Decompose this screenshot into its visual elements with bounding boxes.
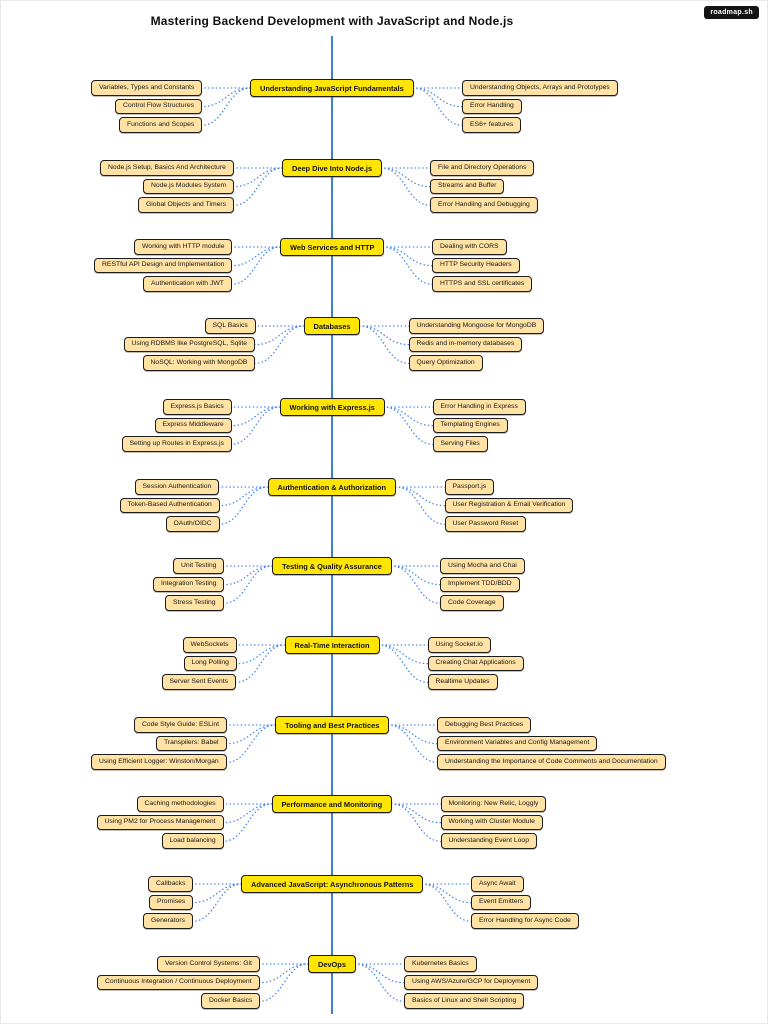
subtopic-sql-basics[interactable]: SQL Basics (204, 318, 256, 334)
subtopic-callbacks[interactable]: Callbacks (148, 876, 194, 892)
subtopic-code-style-guide-eslint[interactable]: Code Style Guide: ESLint (134, 717, 228, 733)
subtopic-debugging-best-practices[interactable]: Debugging Best Practices (437, 717, 532, 733)
subtopic-load-balancing[interactable]: Load balancing (161, 833, 224, 850)
subtopic-integration-testing[interactable]: Integration Testing (153, 576, 225, 593)
subtopic-node-js-modules-system[interactable]: Node.js Modules System (143, 178, 235, 195)
topic-devops[interactable]: DevOps (308, 955, 356, 974)
subtopic-transpilers-babel[interactable]: Transpilers: Babel (156, 735, 227, 752)
topic-performance-and-monitoring[interactable]: Performance and Monitoring (271, 795, 393, 814)
subtopic-serving-files[interactable]: Serving Files (432, 436, 488, 453)
subtopic-async-await[interactable]: Async Await (471, 876, 524, 892)
page-title: Mastering Backend Development with JavaS… (150, 14, 514, 28)
subtopic-implement-tdd-bdd[interactable]: Implement TDD/BDD (440, 576, 520, 593)
topic-web-services-and-http[interactable]: Web Services and HTTP (280, 238, 385, 257)
subtopic-error-handling-and-debugging[interactable]: Error Handling and Debugging (430, 197, 538, 214)
subtopic-using-mocha-and-chai[interactable]: Using Mocha and Chai (440, 558, 525, 574)
subtopic-dealing-with-cors[interactable]: Dealing with CORS (432, 239, 507, 255)
topic-deep-dive-into-node-js[interactable]: Deep Dive Into Node.js (282, 159, 383, 178)
subtopic-session-authentication[interactable]: Session Authentication (134, 479, 220, 495)
subtopic-working-with-cluster-module[interactable]: Working with Cluster Module (440, 814, 543, 831)
subtopic-version-control-systems-git[interactable]: Version Control Systems: Git (157, 956, 260, 972)
subtopic-using-aws-azure-gcp-for-deployment[interactable]: Using AWS/Azure/GCP for Deployment (404, 974, 539, 991)
subtopic-creating-chat-applications[interactable]: Creating Chat Applications (427, 655, 524, 672)
dotted-connectors (191, 87, 473, 1003)
subtopic-functions-and-scopes[interactable]: Functions and Scopes (119, 117, 203, 134)
subtopic-node-js-setup-basics-and-architecture[interactable]: Node.js Setup, Basics And Architecture (100, 160, 234, 176)
subtopic-express-middleware[interactable]: Express Middleware (154, 417, 232, 434)
subtopic-https-and-ssl-certificates[interactable]: HTTPS and SSL certificates (432, 276, 533, 293)
topic-databases[interactable]: Databases (303, 317, 361, 336)
subtopic-using-pm2-for-process-management[interactable]: Using PM2 for Process Management (96, 814, 224, 831)
subtopic-unit-testing[interactable]: Unit Testing (173, 558, 225, 574)
subtopic-token-based-authentication[interactable]: Token-Based Authentication (119, 497, 220, 514)
subtopic-event-emitters[interactable]: Event Emitters (471, 894, 532, 911)
subtopic-kubernetes-basics[interactable]: Kubernetes Basics (404, 956, 477, 972)
subtopic-templating-engines[interactable]: Templating Engines (432, 417, 508, 434)
subtopic-streams-and-buffer[interactable]: Streams and Buffer (430, 178, 505, 195)
subtopic-query-optimization[interactable]: Query Optimization (408, 355, 483, 372)
topic-working-with-express-js[interactable]: Working with Express.js (279, 398, 385, 417)
subtopic-using-socket-io[interactable]: Using Socket.io (427, 637, 491, 653)
subtopic-environment-variables-and-config-management[interactable]: Environment Variables and Config Managem… (437, 735, 598, 752)
subtopic-restful-api-design-and-implementation[interactable]: RESTful API Design and Implementation (94, 257, 233, 274)
topic-advanced-javascript-asynchronous-patterns[interactable]: Advanced JavaScript: Asynchronous Patter… (241, 875, 424, 894)
topic-real-time-interaction[interactable]: Real-Time Interaction (284, 636, 380, 655)
topic-authentication-authorization[interactable]: Authentication & Authorization (267, 478, 397, 497)
subtopic-server-sent-events[interactable]: Server Sent Events (161, 674, 237, 691)
subtopic-redis-and-in-memory-databases[interactable]: Redis and in-memory databases (408, 336, 523, 353)
subtopic-user-password-reset[interactable]: User Password Reset (444, 516, 527, 533)
subtopic-error-handling-for-async-code[interactable]: Error Handling for Async Code (471, 913, 579, 930)
subtopic-es6-features[interactable]: ES6+ features (462, 117, 522, 134)
topic-understanding-javascript-fundamentals[interactable]: Understanding JavaScript Fundamentals (250, 79, 414, 98)
subtopic-control-flow-structures[interactable]: Control Flow Structures (115, 98, 203, 115)
subtopic-http-security-headers[interactable]: HTTP Security Headers (432, 257, 520, 274)
subtopic-user-registration-email-verification[interactable]: User Registration & Email Verification (444, 497, 574, 514)
subtopic-stress-testing[interactable]: Stress Testing (165, 595, 224, 612)
subtopic-using-rdbms-like-postgresql-sqlite[interactable]: Using RDBMS like PostgreSQL, Sqlite (123, 336, 256, 353)
roadmap-logo-badge[interactable]: roadmap.sh (704, 6, 759, 19)
topic-testing-quality-assurance[interactable]: Testing & Quality Assurance (272, 557, 392, 576)
subtopic-using-efficient-logger-winston-morgan[interactable]: Using Efficient Logger: Winston/Morgan (91, 754, 227, 771)
subtopic-working-with-http-module[interactable]: Working with HTTP module (134, 239, 233, 255)
subtopic-generators[interactable]: Generators (143, 913, 194, 930)
subtopic-understanding-the-importance-of-code-comments-and-documentation[interactable]: Understanding the Importance of Code Com… (437, 754, 666, 771)
subtopic-nosql-working-with-mongodb[interactable]: NoSQL: Working with MongoDB (142, 355, 256, 372)
topic-tooling-and-best-practices[interactable]: Tooling and Best Practices (275, 716, 390, 735)
subtopic-understanding-mongoose-for-mongodb[interactable]: Understanding Mongoose for MongoDB (408, 318, 545, 334)
subtopic-caching-methodologies[interactable]: Caching methodologies (136, 796, 224, 812)
subtopic-error-handling-in-express[interactable]: Error Handling in Express (432, 399, 526, 415)
subtopic-oauth-oidc[interactable]: OAuth/OIDC (165, 516, 220, 533)
subtopic-realtime-updates[interactable]: Realtime Updates (427, 674, 498, 691)
subtopic-error-handling[interactable]: Error Handling (462, 98, 522, 115)
subtopic-authentication-with-jwt[interactable]: Authentication with JWT (143, 276, 232, 293)
subtopic-global-objects-and-timers[interactable]: Global Objects and Timers (138, 197, 235, 214)
subtopic-express-js-basics[interactable]: Express.js Basics (162, 399, 232, 415)
subtopic-monitoring-new-relic-loggly[interactable]: Monitoring: New Relic, Loggly (440, 796, 547, 812)
subtopic-long-polling[interactable]: Long Polling (183, 655, 237, 672)
subtopic-understanding-objects-arrays-and-prototypes[interactable]: Understanding Objects, Arrays and Protot… (462, 80, 618, 96)
subtopic-understanding-event-loop[interactable]: Understanding Event Loop (440, 833, 537, 850)
subtopic-basics-of-linux-and-shell-scripting[interactable]: Basics of Linux and Shell Scripting (404, 993, 525, 1010)
subtopic-variables-types-and-constants[interactable]: Variables, Types and Constants (91, 80, 203, 96)
subtopic-continuous-integration-continuous-deployment[interactable]: Continuous Integration / Continuous Depl… (97, 974, 260, 991)
subtopic-file-and-directory-operations[interactable]: File and Directory Operations (430, 160, 535, 176)
subtopic-websockets[interactable]: WebSockets (182, 637, 237, 653)
subtopic-passport-js[interactable]: Passport.js (444, 479, 495, 495)
subtopic-promises[interactable]: Promises (149, 894, 194, 911)
subtopic-setting-up-routes-in-express-js[interactable]: Setting up Routes in Express.js (121, 436, 232, 453)
subtopic-code-coverage[interactable]: Code Coverage (440, 595, 504, 612)
subtopic-docker-basics[interactable]: Docker Basics (201, 993, 261, 1010)
